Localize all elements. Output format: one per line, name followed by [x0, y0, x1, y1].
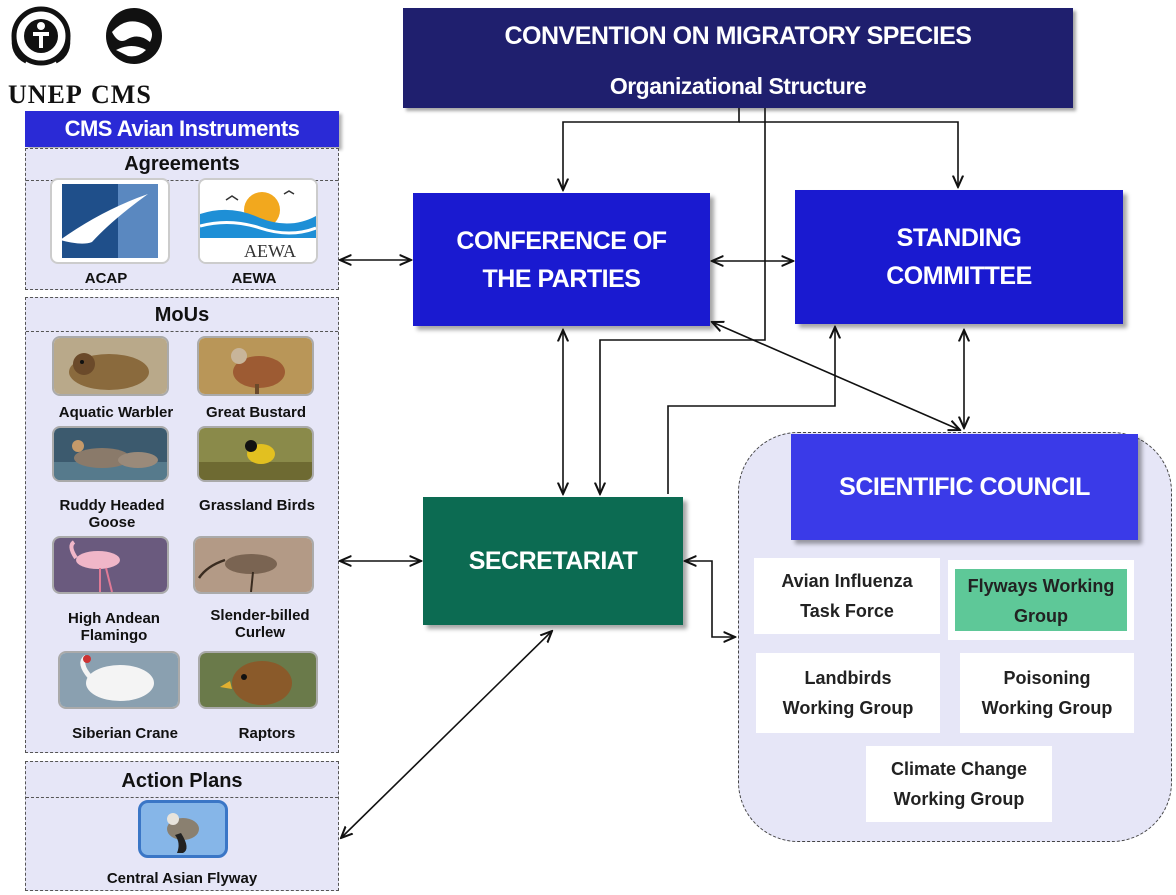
arrow-title-to-cop	[563, 108, 740, 190]
agreements-heading: Agreements	[124, 153, 240, 175]
central-asian-flyway-image	[138, 800, 228, 858]
mou-label-slender-billed-curlew: Slender-billed Curlew	[210, 607, 310, 641]
mou-image-siberian-crane	[58, 651, 180, 709]
secretariat-box: SECRETARIAT	[423, 497, 683, 625]
unep-logo-text: UNEP	[8, 80, 83, 109]
aewa-logo-text: AEWA	[244, 241, 296, 261]
wg-poisoning: Poisoning Working Group	[960, 653, 1134, 733]
secretariat-label: SECRETARIAT	[468, 546, 638, 575]
wg-landbirds: Landbirds Working Group	[756, 653, 940, 733]
mous-heading: MoUs	[154, 304, 210, 326]
mou-image-great-bustard	[197, 336, 314, 396]
wg-avian-influenza-label: Avian Influenza Task Force	[781, 571, 913, 621]
mou-label-ruddy-headed-goose: Ruddy Headed Goose	[59, 497, 165, 531]
wg-avian-influenza: Avian Influenza Task Force	[754, 558, 940, 634]
standing-committee-box: STANDING COMMITTEE	[795, 190, 1123, 324]
standing-committee-label: STANDING COMMITTEE	[886, 224, 1032, 290]
mou-label-grassland-birds: Grassland Birds	[199, 497, 315, 514]
arrow-secretariat-to-standing	[667, 327, 835, 494]
conference-of-parties-label: CONFERENCE OF THE PARTIES	[456, 226, 667, 293]
unep-logo	[6, 4, 76, 84]
cms-logo-text: CMS	[91, 80, 152, 109]
arrow-title-to-standing	[739, 121, 958, 187]
mou-image-ruddy-headed-goose	[52, 426, 169, 482]
acap-logo-image	[50, 178, 170, 264]
wg-landbirds-label: Landbirds Working Group	[782, 668, 914, 718]
diagram-subtitle: Organizational Structure	[609, 73, 867, 99]
arrow-cop-scientific	[712, 322, 960, 430]
conference-of-parties-box: CONFERENCE OF THE PARTIES	[413, 193, 710, 326]
agreement-label-aewa: AEWA	[231, 270, 277, 287]
mou-label-high-andean-flamingo: High Andean Flamingo	[68, 610, 160, 644]
agreement-label-acap: ACAP	[84, 270, 128, 287]
cms-logo	[98, 2, 170, 82]
wg-climate-change: Climate Change Working Group	[866, 746, 1052, 822]
wg-poisoning-label: Poisoning Working Group	[981, 668, 1113, 718]
mou-image-aquatic-warbler	[52, 336, 169, 396]
scientific-council-box: SCIENTIFIC COUNCIL	[791, 434, 1138, 540]
scientific-council-label: SCIENTIFIC COUNCIL	[839, 473, 1090, 501]
arrow-title-to-secretariat	[600, 108, 766, 494]
avian-instruments-header: CMS Avian Instruments	[25, 111, 339, 147]
mou-image-grassland-birds	[197, 426, 314, 482]
action-plans-heading: Action Plans	[121, 770, 243, 792]
arrow-secretariat-scientific	[685, 561, 735, 637]
avian-instruments-title: CMS Avian Instruments	[64, 116, 300, 141]
mou-label-great-bustard: Great Bustard	[205, 404, 307, 421]
diagram-title: CONVENTION ON MIGRATORY SPECIES	[504, 22, 972, 50]
wg-climate-change-label: Climate Change Working Group	[890, 759, 1028, 809]
mou-image-raptors	[198, 651, 318, 709]
wg-flyways: Flyways Working Group	[948, 560, 1134, 640]
mou-label-siberian-crane: Siberian Crane	[72, 725, 178, 742]
action-plan-label-central-asian-flyway: Central Asian Flyway	[106, 870, 258, 887]
mou-label-aquatic-warbler: Aquatic Warbler	[58, 404, 174, 421]
mou-image-high-andean-flamingo	[52, 536, 169, 594]
diagram-title-box: CONVENTION ON MIGRATORY SPECIES Organiza…	[403, 8, 1073, 108]
arrow-actionplans-secretariat	[341, 631, 552, 838]
mou-image-slender-billed-curlew	[193, 536, 314, 594]
mou-label-raptors: Raptors	[238, 725, 296, 742]
aewa-logo-image: AEWA	[198, 178, 318, 264]
wg-flyways-label: Flyways Working Group	[955, 569, 1127, 631]
